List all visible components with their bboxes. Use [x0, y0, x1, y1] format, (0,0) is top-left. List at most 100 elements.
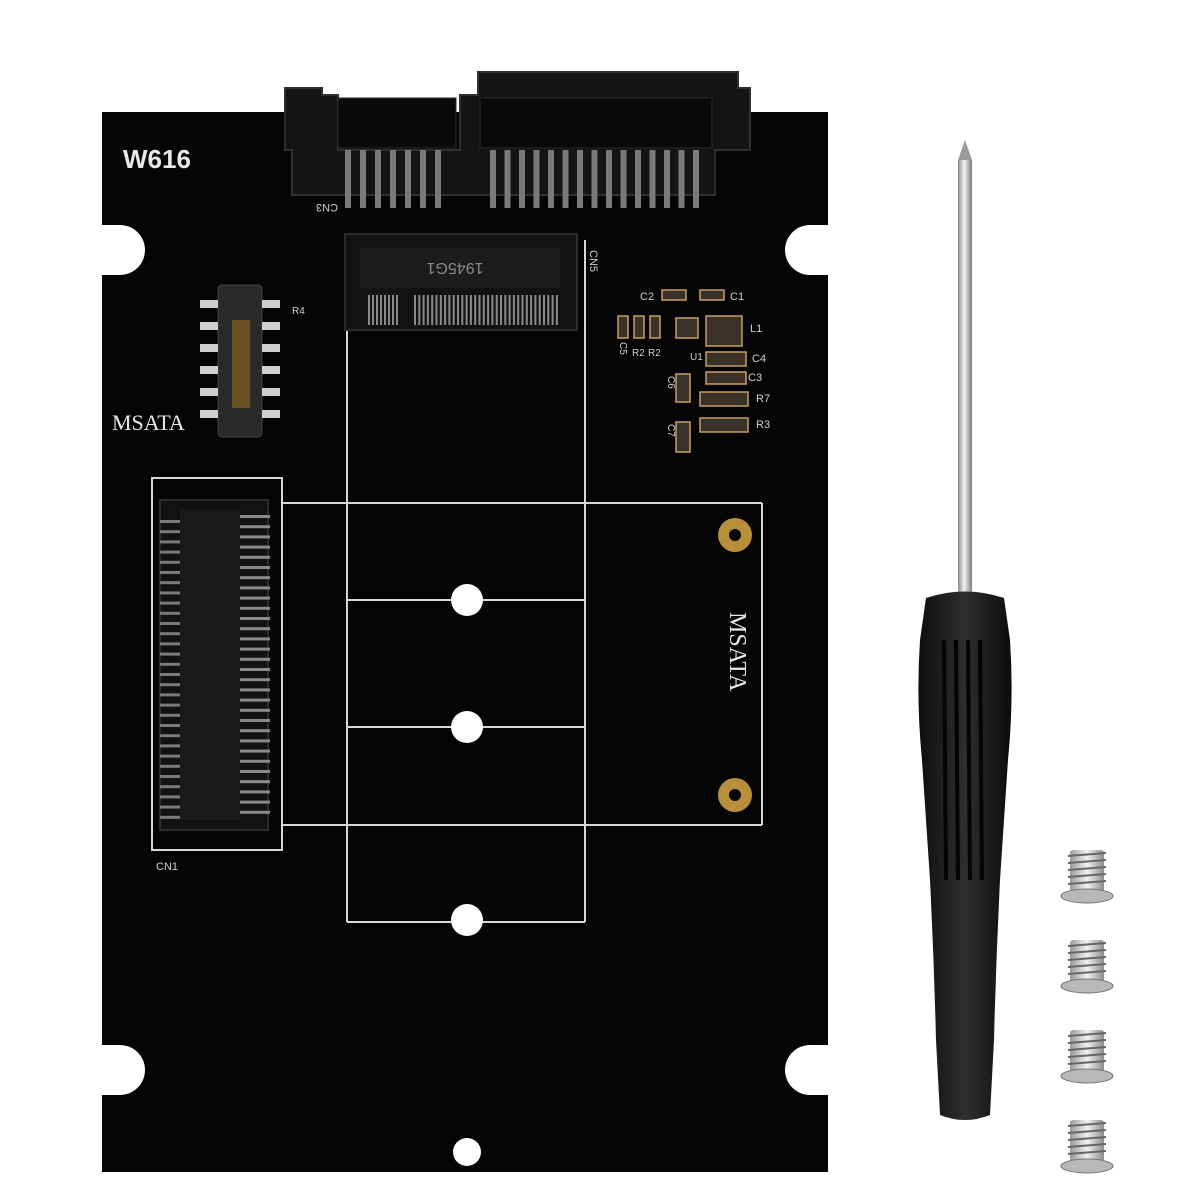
connector-pin: [240, 555, 270, 559]
chip-pin: [262, 388, 280, 396]
connector-pin: [160, 775, 180, 778]
connector-pin: [160, 683, 180, 687]
connector-pin: [487, 295, 490, 325]
smd-part: [633, 315, 645, 339]
connector-pin: [240, 749, 270, 753]
screw-body: [1070, 850, 1104, 894]
connector-pin: [160, 652, 180, 656]
connector-pin: [431, 295, 434, 325]
c5-label: C5: [617, 342, 628, 355]
board-model-label: W616: [123, 144, 191, 174]
connector-pin: [426, 295, 429, 325]
connector-pin: [448, 295, 451, 325]
connector-pin: [388, 295, 390, 325]
connector-pin: [457, 295, 459, 325]
screw-thread: [1067, 942, 1107, 947]
connector-pin: [372, 295, 374, 325]
sata-pin: [562, 150, 569, 208]
connector-pin: [160, 785, 180, 789]
connector-pin: [478, 295, 481, 325]
sata-pin: [635, 150, 641, 208]
connector-pin: [240, 719, 270, 722]
connector-pin: [444, 295, 447, 325]
c4-label: C4: [752, 353, 766, 365]
connector-pin: [160, 754, 180, 758]
screw: [1060, 940, 1114, 994]
connector-pin: [392, 295, 394, 325]
connector-pin: [525, 295, 528, 325]
screw-thread: [1067, 873, 1107, 878]
smd-components: [617, 289, 749, 453]
connector-pin: [160, 632, 180, 636]
connector-pin: [160, 601, 180, 605]
connector-pin: [240, 770, 270, 773]
handle-groove: [942, 639, 948, 881]
chip-pin: [200, 322, 218, 330]
pcb-board: 1945G1 W616 MSATA MSATA CN1 CN3 CN5 R4 C…: [102, 71, 828, 1172]
screw-thread: [1067, 1129, 1107, 1134]
sata-pin: [620, 150, 627, 208]
connector-pin: [160, 805, 180, 809]
mounting-hole: [451, 904, 483, 936]
connector-pin: [530, 295, 533, 325]
screw-thread: [1067, 1143, 1107, 1148]
connector-pin: [396, 295, 398, 325]
msata-slot-top: 1945G1: [344, 233, 578, 331]
screw-head: [1060, 978, 1114, 994]
screw-head: [1060, 1158, 1114, 1174]
screw-head: [1060, 888, 1114, 904]
smd-part: [705, 351, 747, 367]
connector-pin: [240, 729, 270, 733]
screw-head: [1060, 1068, 1114, 1084]
sata-pin: [360, 150, 366, 208]
connector-pin: [240, 617, 270, 620]
screw-thread: [1067, 859, 1107, 864]
connector-pin: [240, 576, 270, 580]
screw-thread: [1067, 1122, 1107, 1127]
connector-pin: [384, 295, 386, 325]
screw: [1060, 1120, 1114, 1174]
connector-pin: [240, 647, 270, 651]
connector-pin: [368, 295, 370, 325]
silkscreen: W616 MSATA MSATA CN1 CN3 CN5 R4 C2 C1 L1…: [112, 144, 770, 873]
screw-thread: [1067, 880, 1107, 885]
connector-pin: [534, 295, 537, 325]
screw-body: [1070, 940, 1104, 984]
connector-pin: [240, 668, 270, 671]
screw-thread: [1067, 1046, 1107, 1051]
connector-pin: [240, 708, 270, 712]
sata-pin: [375, 150, 381, 208]
smd-part: [617, 315, 629, 339]
screwdriver-tip: [958, 140, 972, 160]
connector-pin: [160, 815, 180, 819]
connector-pin: [160, 703, 180, 707]
sata-pin: [577, 150, 583, 208]
connector-pin: [376, 295, 378, 325]
chip-pin: [262, 344, 280, 352]
handle-groove: [966, 639, 972, 881]
connector-pin: [517, 295, 520, 325]
screw-thread: [1067, 963, 1107, 968]
screw-body: [1070, 1120, 1104, 1164]
connector-pin: [474, 295, 477, 325]
connector-pin: [452, 295, 455, 325]
connector-pin: [418, 295, 421, 325]
connector-pin: [160, 642, 180, 646]
sata-pin: [490, 150, 496, 208]
mounting-hole: [453, 1138, 481, 1166]
connector-pin: [160, 795, 180, 799]
sata-connector: [284, 71, 751, 208]
msata-label-right: MSATA: [724, 612, 750, 692]
switch-chip: [200, 284, 280, 438]
connector-pin: [508, 295, 511, 325]
chip-pin: [200, 344, 218, 352]
smd-part: [661, 289, 687, 301]
connector-pin: [240, 657, 270, 661]
connector-pin: [439, 295, 442, 325]
connector-pin: [160, 713, 180, 717]
sata-pin: [390, 150, 396, 208]
connector-pin: [240, 678, 270, 682]
connector-pin: [240, 606, 270, 610]
connector-pin: [512, 295, 515, 325]
screwdriver-handle: [918, 591, 1012, 1120]
